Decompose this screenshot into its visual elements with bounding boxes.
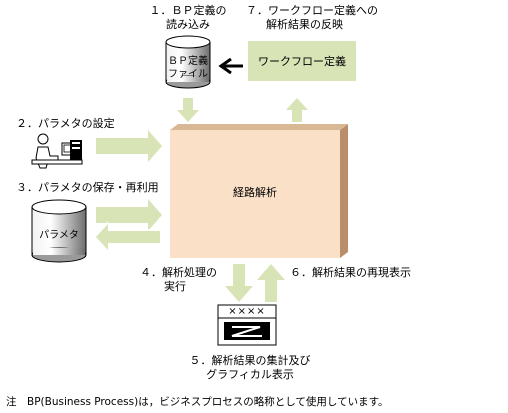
- footnote: 注 BP(Business Process)は，ビジネスプロセスの略称として使用…: [6, 396, 389, 408]
- bp-file-cylinder: [165, 35, 211, 89]
- param-save-arrow: [96, 199, 162, 231]
- step1-label: １．ＢＰ定義の 読み込み: [138, 4, 238, 32]
- bp-file-line2: ファイル: [168, 69, 208, 80]
- step2-label: ２．パラメタの設定: [16, 117, 115, 130]
- analysis-to-workflow-arrow: [286, 98, 308, 122]
- step5-label: ５．解析結果の集計及び グラフィカル表示: [170, 354, 330, 382]
- step5-line1: ５．解析結果の集計及び: [189, 354, 311, 367]
- step6-label: ６．解析結果の再現表示: [290, 266, 411, 279]
- bp-file-label: ＢＰ定義 ファイル: [166, 55, 210, 81]
- user-at-computer-icon: [31, 133, 83, 169]
- workflow-to-bp-arrow: [218, 57, 243, 75]
- report-graph-icon: [217, 304, 277, 346]
- step3-label: ３．パラメタの保存・再利用: [16, 181, 159, 194]
- report-marks: ××××: [228, 306, 266, 317]
- route-analysis-label: 経路解析: [233, 186, 277, 199]
- step4-label: ４．解析処理の 実行: [140, 266, 217, 294]
- step4-line2: 実行: [164, 280, 186, 293]
- param-db-cylinder: [31, 199, 87, 263]
- step7-label: ７．ワークフロー定義への 解析結果の反映: [246, 4, 378, 32]
- step7-line2: 解析結果の反映: [266, 18, 343, 31]
- route-analysis-box: [170, 124, 348, 258]
- bp-file-line1: ＢＰ定義: [168, 56, 208, 67]
- workflow-definition-box: [248, 41, 356, 81]
- step7-line1: ７．ワークフロー定義への: [246, 4, 378, 17]
- execute-analysis-arrow: [225, 264, 253, 302]
- bp-to-analysis-arrow: [177, 98, 199, 122]
- param-db-label: パラメタ: [39, 230, 79, 241]
- replay-result-arrow: [257, 264, 285, 302]
- param-setting-arrow: [96, 130, 162, 162]
- step5-line2: グラフィカル表示: [206, 368, 294, 381]
- workflow-definition-label: ワークフロー定義: [258, 55, 346, 68]
- step1-line1: １．ＢＰ定義の: [149, 4, 227, 17]
- step4-line1: ４．解析処理の: [140, 266, 217, 279]
- step1-line2: 読み込み: [166, 18, 210, 31]
